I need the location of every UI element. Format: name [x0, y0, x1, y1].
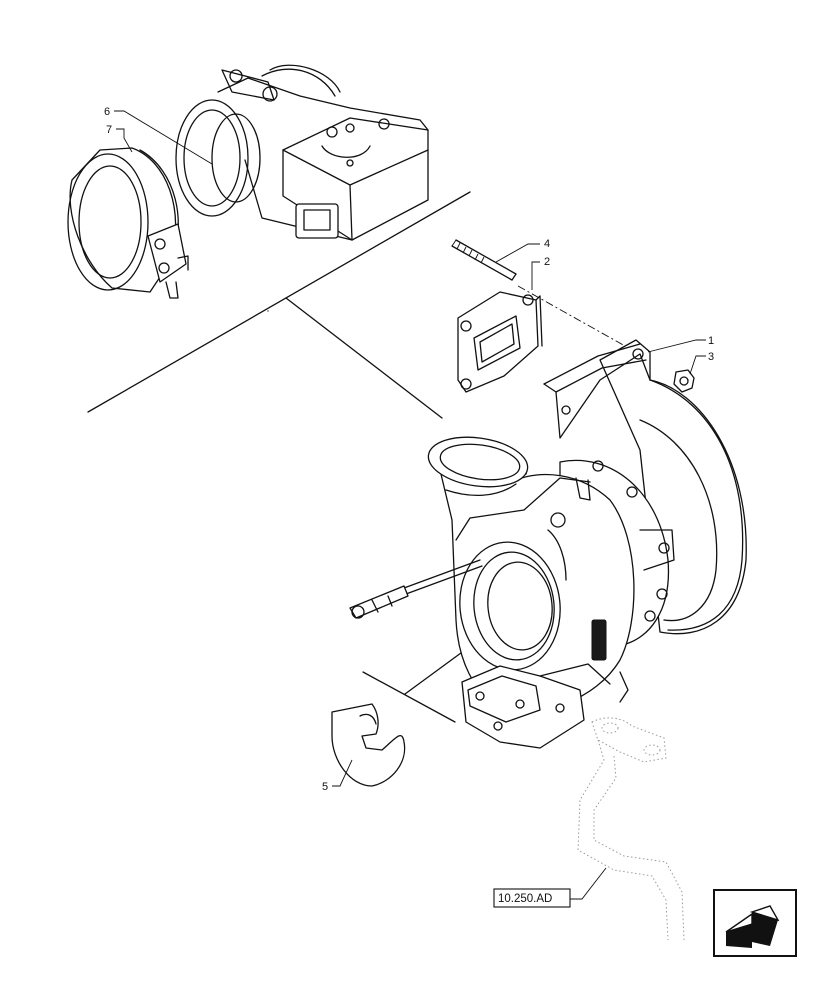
callout-3: 3 — [708, 351, 714, 363]
exhaust-valve-part-6 — [175, 64, 429, 241]
callout-6: 6 — [104, 106, 110, 118]
nut-part-3 — [673, 369, 695, 393]
shim-part-5 — [331, 703, 406, 787]
callout-5: 5 — [322, 781, 328, 793]
callout-4: 4 — [544, 238, 550, 250]
reference-label[interactable]: 10.250.AD — [498, 893, 552, 905]
callout-leaders — [114, 110, 706, 900]
vband-clamp-part-7 — [67, 147, 189, 299]
separator-lines — [87, 191, 471, 723]
callout-7: 7 — [106, 124, 112, 136]
callout-2: 2 — [544, 256, 550, 268]
stud-part-4 — [451, 239, 517, 281]
alignment-line — [517, 285, 651, 361]
oil-pipe-ghost — [577, 717, 685, 941]
callout-1: 1 — [708, 335, 714, 347]
gasket-part-2 — [457, 291, 543, 393]
turbocharger-part-1 — [349, 339, 747, 749]
next-page-arrow-icon[interactable] — [713, 889, 797, 957]
reference-box[interactable]: 10.250.AD — [493, 888, 571, 908]
